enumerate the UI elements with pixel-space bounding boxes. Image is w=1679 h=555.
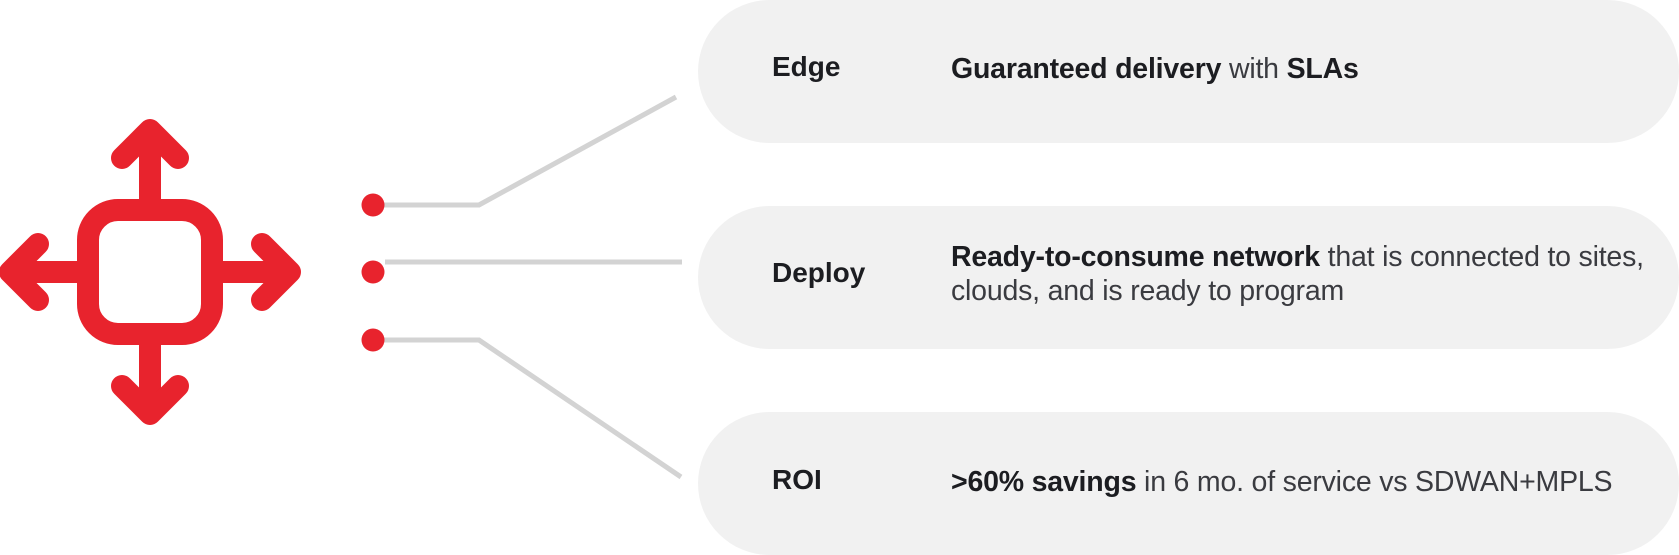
connector-dot-roi: [361, 328, 385, 352]
connector-line-edge: [380, 94, 678, 208]
connector-dot-edge: [361, 193, 385, 217]
icon-arrow-left-head: [0, 233, 49, 311]
icon-arrow-right-head: [251, 233, 301, 311]
expand-arrows-icon: [0, 119, 301, 425]
description-bold: Guaranteed delivery: [951, 53, 1222, 85]
connector-dot-deploy: [361, 260, 385, 284]
pill-roi: ROI >60% savings in 6 mo. of service vs …: [698, 412, 1679, 555]
icon-arrow-down-head: [111, 375, 189, 425]
pill-description-deploy: Ready-to-consume network that is connect…: [951, 240, 1651, 308]
connectors: [380, 94, 683, 480]
pill-description-edge: Guaranteed delivery with SLAs: [951, 52, 1651, 86]
pill-label-roi: ROI: [772, 464, 822, 495]
connector-line-roi: [380, 337, 683, 480]
pill-deploy: Deploy Ready-to-consume network that is …: [698, 206, 1679, 349]
connector-dots: [361, 193, 385, 352]
pill-edge: Edge Guaranteed delivery with SLAs: [698, 0, 1679, 143]
icon-arrow-up-head: [111, 119, 189, 169]
description-regular: in 6 mo. of service vs SDWAN+MPLS: [1136, 466, 1613, 498]
description-bold: >60% savings: [951, 466, 1137, 498]
description-regular: with: [1221, 53, 1287, 85]
icon-center-square: [77, 199, 223, 345]
pill-label-deploy: Deploy: [772, 257, 866, 288]
description-bold: SLAs: [1286, 53, 1359, 85]
pill-label-edge: Edge: [772, 51, 841, 82]
description-regular: that is connected to sites, clouds, and …: [951, 241, 1644, 307]
pill-description-roi: >60% savings in 6 mo. of service vs SDWA…: [951, 465, 1651, 499]
description-bold: Ready-to-consume network: [951, 241, 1320, 273]
